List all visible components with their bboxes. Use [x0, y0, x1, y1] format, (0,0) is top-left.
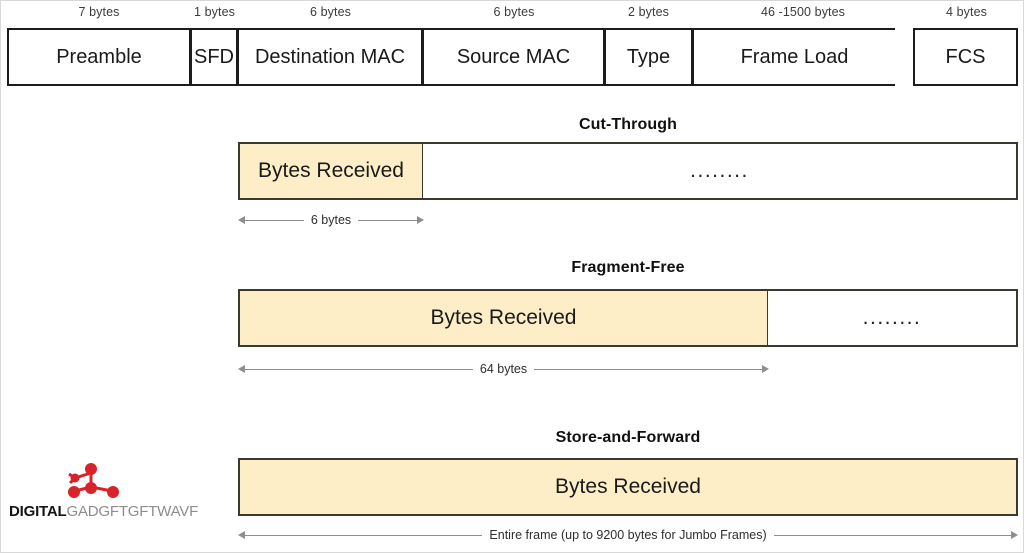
ethernet-frame-header: Preamble SFD Destination MAC Source MAC … [7, 28, 1019, 86]
section-title-fragment-free: Fragment-Free [571, 259, 685, 276]
frame-field-source-mac: Source MAC [422, 28, 605, 86]
dimension-line [358, 219, 417, 221]
logo-wordmark: DIGITALGADGFTGFTWAVF [9, 503, 198, 520]
arrow-right-icon [1011, 531, 1019, 539]
cut-through-dimension-label: 6 bytes [310, 213, 352, 227]
dimension-line [245, 219, 304, 221]
arrow-left-icon [238, 531, 245, 539]
size-label-frame-load: 46 -1500 bytes [760, 5, 846, 19]
frame-field-preamble: Preamble [7, 28, 191, 86]
frame-field-frame-load: Frame Load [692, 28, 895, 86]
section-title-store-and-forward: Store-and-Forward [555, 429, 701, 446]
store-and-forward-dimension: Entire frame (up to 9200 bytes for Jumbo… [238, 525, 1019, 545]
frame-field-destination-mac: Destination MAC [237, 28, 423, 86]
cut-through-remainder-bar: ........ [423, 142, 1018, 200]
fragment-free-dimension-label: 64 bytes [479, 362, 528, 376]
frame-field-fcs: FCS [913, 28, 1018, 86]
size-label-fcs: 4 bytes [945, 5, 987, 19]
cut-through-remainder-dots: ........ [690, 159, 749, 182]
watermark-logo: DIGITALGADGFTGFTWAVF [9, 461, 198, 523]
dimension-line [773, 534, 1012, 536]
cut-through-received-bar: Bytes Received [238, 142, 424, 200]
dimension-line [534, 368, 763, 370]
frame-size-labels: 7 bytes 1 bytes 6 bytes 6 bytes 2 bytes … [1, 5, 1023, 25]
logo-word-bold: DIGITAL [9, 503, 67, 520]
section-title-cut-through: Cut-Through [579, 116, 677, 133]
store-and-forward-dimension-label: Entire frame (up to 9200 bytes for Jumbo… [489, 528, 767, 542]
size-label-preamble: 7 bytes [78, 5, 120, 19]
fragment-free-remainder-dots: ........ [862, 306, 922, 329]
fragment-free-dimension: 64 bytes [238, 359, 770, 379]
size-label-sfd: 1 bytes [193, 5, 235, 19]
frame-field-type: Type [604, 28, 693, 86]
arrow-left-icon [238, 365, 245, 373]
fragment-free-received-bar: Bytes Received [238, 289, 769, 347]
logo-word-light: GADGFTGFTWAVF [66, 503, 199, 520]
frame-field-sfd: SFD [190, 28, 238, 86]
fragment-free-remainder-bar: ........ [768, 289, 1018, 347]
arrow-right-icon [762, 365, 770, 373]
cut-through-dimension: 6 bytes [238, 210, 424, 230]
dimension-line [245, 368, 473, 370]
store-and-forward-received-bar: Bytes Received [238, 458, 1018, 516]
size-label-source-mac: 6 bytes [493, 5, 535, 19]
arrow-right-icon [417, 216, 424, 224]
network-nodes-icon [57, 461, 127, 501]
dimension-line [245, 534, 483, 536]
arrow-left-icon [238, 216, 245, 224]
size-label-destination-mac: 6 bytes [309, 5, 351, 19]
size-label-type: 2 bytes [627, 5, 669, 19]
